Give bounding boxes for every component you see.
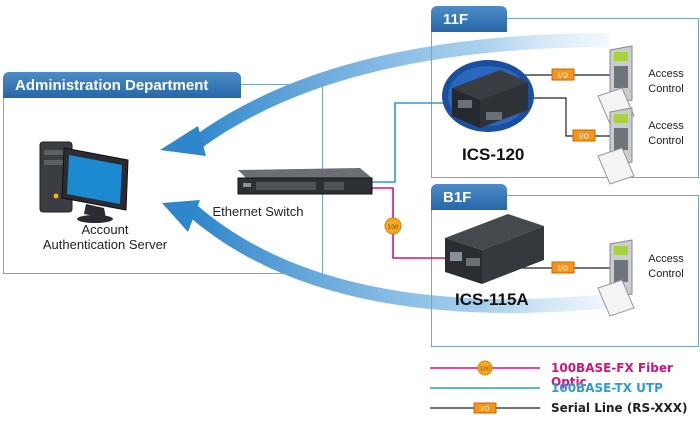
access-label-2-line2: Control <box>648 135 684 147</box>
floor-11f-label: 11F <box>443 10 469 28</box>
io-badge-1-text: I/O <box>558 72 568 80</box>
access-reader-icon-3 <box>597 239 635 317</box>
io-badge-1: I/O <box>551 68 575 81</box>
ics-115a-label: ICS-115A <box>455 290 529 309</box>
bottom-curved-arrow <box>187 204 621 313</box>
legend-serial-badge-text: I/O <box>480 405 489 413</box>
access-label-1-line2: Control <box>648 83 684 95</box>
fiber-badge-text: 100 <box>387 224 399 231</box>
admin-department-title: Administration Department <box>15 76 209 94</box>
access-label-1: Access Control <box>638 67 694 97</box>
server-label: Account Authentication Server <box>20 222 190 252</box>
top-curved-arrow <box>185 33 611 154</box>
access-reader-icon-2 <box>597 107 635 185</box>
access-label-2: Access Control <box>638 119 694 149</box>
computer-server-icon <box>39 141 129 223</box>
ics-120-label: ICS-120 <box>462 145 525 164</box>
fiber-badge: 100 <box>384 217 402 235</box>
legend-fiber-badge-text: 100 <box>480 367 491 373</box>
io-badge-3: I/O <box>551 261 575 274</box>
io-badge-3-text: I/O <box>558 265 568 273</box>
access-label-3: Access Control <box>638 252 694 282</box>
io-badge-2-text: I/O <box>579 133 589 141</box>
legend-fiber-label: 100BASE-FX Fiber Optic <box>551 361 673 389</box>
access-label-1-line1: Access <box>648 68 684 80</box>
access-label-3-line1: Access <box>648 253 684 265</box>
io-badge-2: I/O <box>572 129 596 142</box>
legend-fiber-badge: 100 <box>477 360 493 376</box>
floor-11f-tab: 11F <box>431 6 507 32</box>
legend-utp-label: 100BASE-TX UTP <box>551 381 663 395</box>
top-arrow-head <box>160 126 206 156</box>
utp-link <box>370 102 450 183</box>
floor-b1f-box <box>431 195 699 347</box>
access-label-2-line1: Access <box>648 120 684 132</box>
floor-b1f-label: B1F <box>443 188 472 206</box>
switch-label: Ethernet Switch <box>212 204 304 219</box>
floor-b1f-tab: B1F <box>431 184 507 210</box>
ics-115a-device-icon <box>445 214 544 284</box>
access-label-3-line2: Control <box>648 268 684 280</box>
bottom-arrow-head <box>162 200 200 232</box>
ethernet-switch-icon <box>237 168 373 195</box>
server-label-line2: Authentication Server <box>42 237 168 252</box>
legend-serial-label: Serial Line (RS-XXX) <box>551 401 688 415</box>
server-label-line1: Account <box>81 222 129 237</box>
ics-120-device-icon <box>442 60 534 132</box>
admin-department-tab: Administration Department <box>3 72 241 98</box>
legend-serial-badge: I/O <box>473 402 497 414</box>
floor-11f-box <box>431 18 699 178</box>
